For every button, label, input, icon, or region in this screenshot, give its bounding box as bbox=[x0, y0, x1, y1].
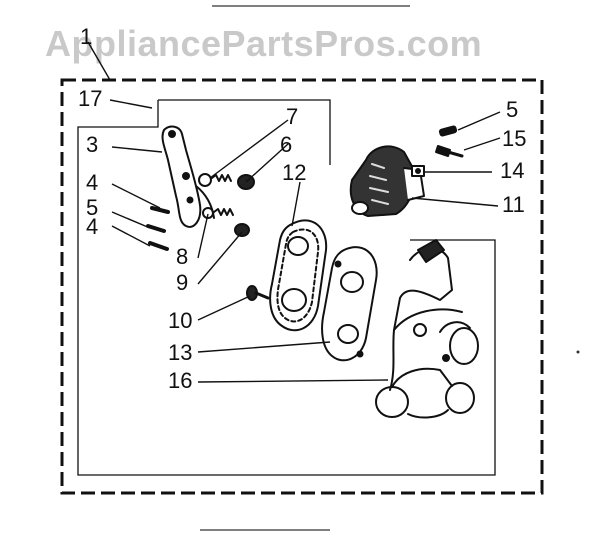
screws-washers bbox=[198, 173, 255, 237]
valve-body-part bbox=[375, 239, 479, 419]
callout-12: 12 bbox=[282, 160, 306, 185]
callout-1: 1 bbox=[80, 24, 92, 49]
callout-4-bottom: 4 bbox=[86, 214, 98, 239]
callout-5-left: 5 bbox=[86, 195, 98, 220]
callout-5-right: 5 bbox=[506, 97, 518, 122]
callout-14: 14 bbox=[500, 158, 524, 183]
callout-17: 17 bbox=[78, 86, 102, 111]
callout-7: 7 bbox=[286, 104, 298, 129]
callout-10: 10 bbox=[168, 308, 192, 333]
screw-part bbox=[246, 285, 270, 301]
callout-numbers: 1 17 3 4 5 4 7 6 12 8 9 10 13 16 5 15 14… bbox=[78, 24, 526, 393]
lever-part bbox=[161, 125, 215, 228]
solenoid-coil-part bbox=[349, 145, 425, 217]
callout-4-top: 4 bbox=[86, 170, 98, 195]
callout-3: 3 bbox=[86, 132, 98, 157]
stray-dot bbox=[576, 350, 580, 354]
subassembly-outline bbox=[77, 99, 496, 476]
callout-9: 9 bbox=[176, 270, 188, 295]
assembly-outline-box bbox=[60, 78, 544, 495]
callout-16: 16 bbox=[168, 368, 192, 393]
leader-lines bbox=[87, 41, 501, 383]
gasket-part bbox=[269, 219, 328, 332]
callout-15: 15 bbox=[502, 126, 526, 151]
callout-6: 6 bbox=[280, 132, 292, 157]
callout-13: 13 bbox=[168, 340, 192, 365]
callout-8: 8 bbox=[176, 244, 188, 269]
callout-11: 11 bbox=[502, 192, 525, 217]
plate-part bbox=[321, 246, 378, 362]
watermark-text: AppliancePartsPros.com bbox=[45, 23, 482, 64]
spring-pins bbox=[146, 206, 170, 251]
fasteners-right bbox=[411, 125, 464, 177]
